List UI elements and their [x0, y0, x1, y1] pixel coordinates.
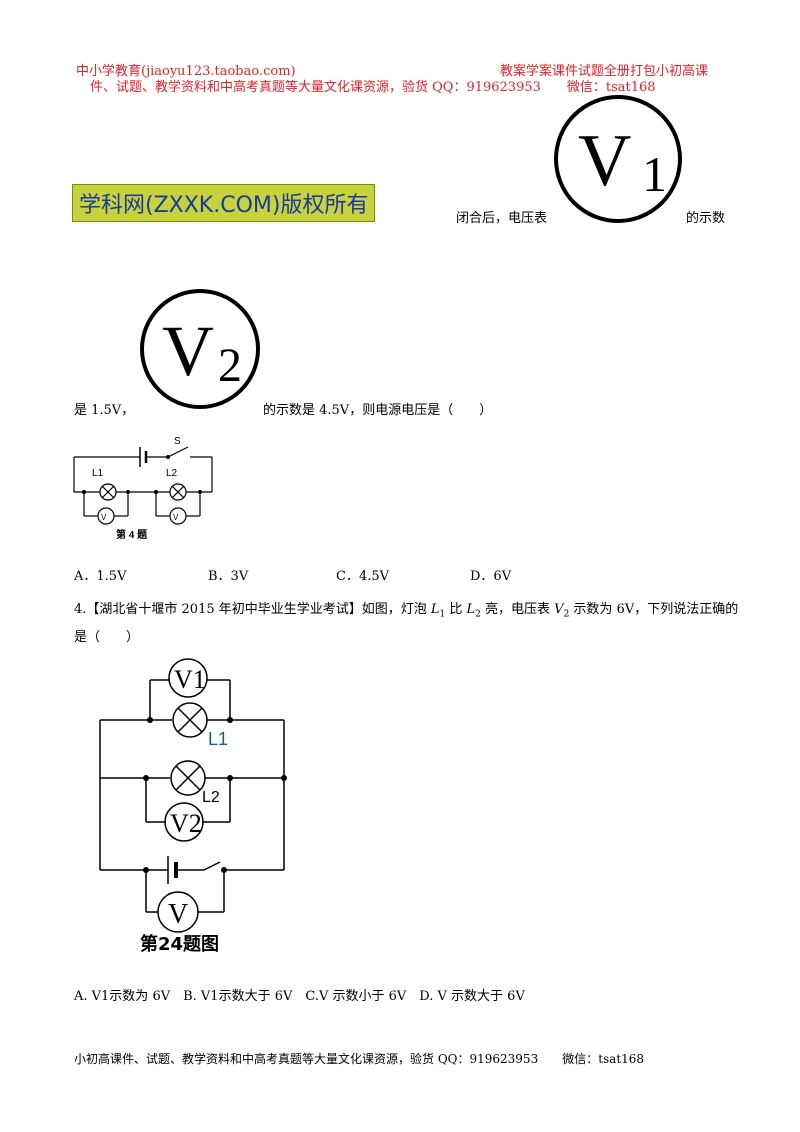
q3-option-d: D．6V [470, 569, 512, 584]
q4-stem-line2: 是（ ） [74, 630, 140, 645]
q3-text-a: 闭合后，电压表 [456, 211, 548, 226]
q4-options: A. V1示数为 6V B. V1示数大于 6V C.V 示数小于 6V D. … [74, 989, 525, 1004]
q3-text-b: 的示数 [686, 211, 726, 226]
q3-option-b: B．3V [208, 569, 249, 584]
q3-text-c: 是 1.5V， [74, 403, 135, 418]
voltmeter-v1-large: V 1 [554, 95, 682, 223]
v1-meter-label: V1 [174, 665, 206, 694]
switch-label: S [174, 436, 181, 447]
lamp2-label: L2 [166, 468, 178, 479]
circuit-diagram-q4: V1 V2 V L1 L2 第24题图 [99, 658, 287, 955]
header-right: 教案学案课件试题全册打包小初高课 [500, 64, 709, 79]
meter-letter: V [578, 120, 631, 202]
watermark: 学科网(ZXXK.COM)版权所有 [72, 184, 376, 222]
footer: 小初高课件、试题、教学资料和中高考真题等大量文化课资源，验货 QQ：919623… [74, 1052, 645, 1066]
q3-option-a: A．1.5V [74, 569, 127, 584]
q3-option-c: C．4.5V [336, 569, 390, 584]
caption-q4: 第24题图 [140, 933, 219, 955]
voltmeter-v2-large: V 2 [140, 289, 260, 409]
v2-meter-label: V2 [170, 809, 202, 838]
meter-letter: V [162, 311, 214, 391]
v-meter-label: V [168, 899, 188, 930]
voltmeter-symbol: V [101, 513, 107, 522]
q4-stem-line1: 4.【湖北省十堰市 2015 年初中毕业生学业考试】如图，灯泡 L1 比 L2 … [74, 602, 739, 620]
circuit-diagram-q3: S L1 L2 V V 第 4 题 [73, 436, 213, 541]
header-left: 中小学教育(jiaoyu123.taobao.com) [76, 64, 296, 79]
lamp2-label: L2 [202, 789, 220, 806]
caption-q3: 第 4 题 [116, 528, 148, 541]
header-line2: 件、试题、教学资料和中高考真题等大量文化课资源，验货 QQ：919623953 … [90, 80, 656, 95]
meter-sub: 2 [218, 339, 242, 392]
meter-sub: 1 [642, 146, 667, 202]
lamp1-label: L1 [208, 729, 228, 749]
voltmeter-symbol: V [173, 513, 179, 522]
lamp1-label: L1 [92, 468, 104, 479]
q3-text-d: 的示数是 4.5V，则电源电压是（ ） [263, 403, 493, 418]
